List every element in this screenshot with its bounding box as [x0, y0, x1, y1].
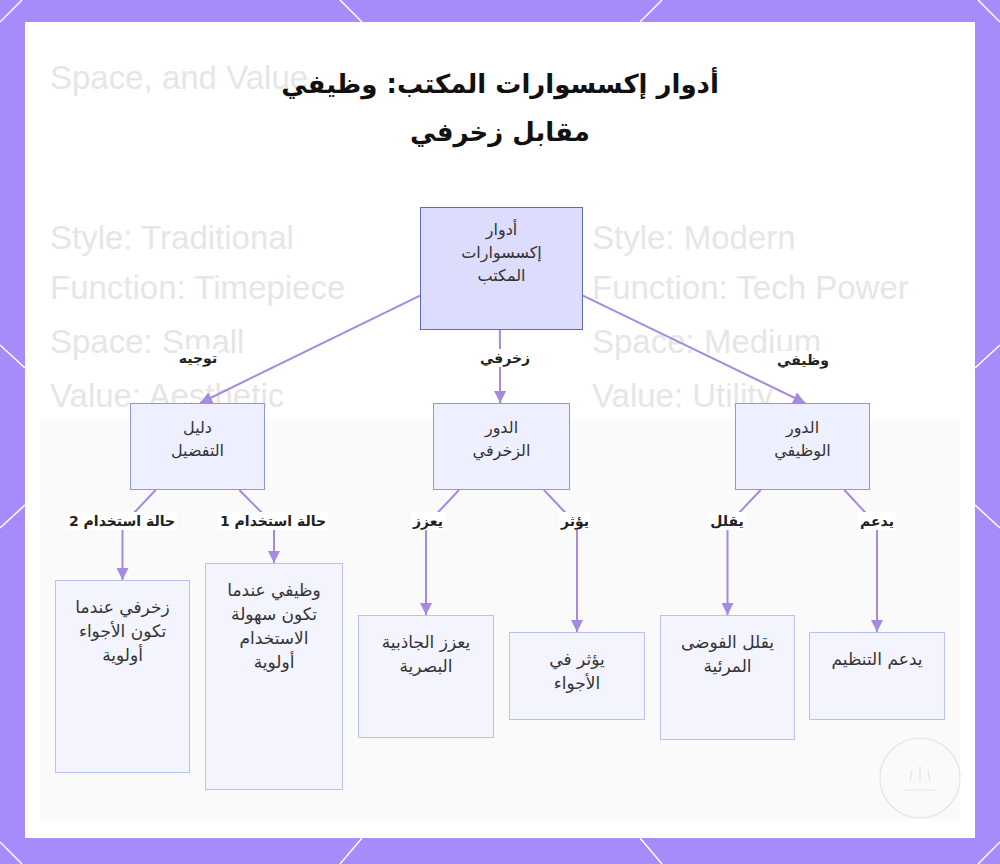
category-box: الدور الزخرفي [433, 403, 570, 490]
node-text: يعزز الجاذبية البصرية [378, 630, 474, 678]
logo-circle [880, 738, 960, 818]
decor-line [978, 842, 1000, 864]
background-watermark: Style: Modern [592, 218, 796, 258]
content-panel [25, 22, 975, 838]
edge-label: حالة استخدام 2 [67, 512, 177, 530]
node-text: أدوار إكسسوارات المكتب [459, 218, 544, 287]
background-watermark: Function: Timepiece [50, 268, 345, 308]
node-text: وظيفي عندما تكون سهولة الاستخدام أولوية [226, 578, 322, 674]
root-box: أدوار إكسسوارات المكتب [420, 207, 583, 330]
connector-arrow [583, 296, 805, 403]
diagram-title: أدوار إكسسوارات المكتب: وظيفي مقابل زخرف… [265, 60, 735, 156]
decor-line [0, 505, 25, 528]
decor-line [640, 838, 662, 864]
detail-box: يدعم التنظيم [809, 632, 945, 720]
background-watermark: Style: Traditional [50, 218, 294, 258]
decor-line [0, 842, 22, 864]
detail-box: يقلل الفوضى المرئية [660, 615, 795, 740]
decor-line [0, 0, 22, 22]
detail-box: وظيفي عندما تكون سهولة الاستخدام أولوية [205, 563, 343, 790]
connector-arrow [426, 490, 459, 615]
decor-line [340, 838, 362, 864]
connector-arrow [200, 296, 420, 403]
decor-line [640, 0, 662, 22]
edge-label: يعزز [411, 512, 445, 530]
node-text: دليل التفضيل [162, 416, 234, 462]
background-watermark: Function: Tech Power [592, 268, 909, 308]
decor-line [0, 345, 25, 368]
node-text: زخرفي عندما تكون الأجواء أولوية [75, 595, 171, 667]
node-text: يدعم التنظيم [831, 647, 922, 671]
background-watermark: Space, and Value [50, 58, 308, 98]
detail-box: زخرفي عندما تكون الأجواء أولوية [55, 580, 190, 773]
connector-arrow [123, 490, 156, 580]
logo-mark [880, 738, 960, 818]
logo-icon [905, 766, 935, 790]
edge-label: وظيفي [775, 351, 831, 369]
edge-label: توجيه [177, 349, 219, 367]
edge-label: يؤثر [559, 512, 591, 530]
node-text: يؤثر في الأجواء [529, 647, 625, 695]
decor-line [975, 345, 1000, 368]
connector-arrow [728, 490, 761, 615]
node-text: الدور الوظيفي [767, 416, 839, 462]
edge-label: يقلل [708, 512, 746, 530]
decor-line [975, 505, 1000, 528]
node-text: الدور الزخرفي [466, 416, 538, 462]
category-box: دليل التفضيل [130, 403, 265, 490]
node-text: يقلل الفوضى المرئية [680, 630, 776, 678]
decor-line [340, 0, 362, 22]
detail-box: يعزز الجاذبية البصرية [358, 615, 494, 738]
edge-label: زخرفي [478, 349, 532, 367]
category-box: الدور الوظيفي [735, 403, 870, 490]
edge-label: حالة استخدام 1 [218, 512, 328, 530]
edge-label: يدعم [858, 512, 896, 530]
detail-box: يؤثر في الأجواء [509, 632, 645, 720]
decor-line [978, 0, 1000, 22]
